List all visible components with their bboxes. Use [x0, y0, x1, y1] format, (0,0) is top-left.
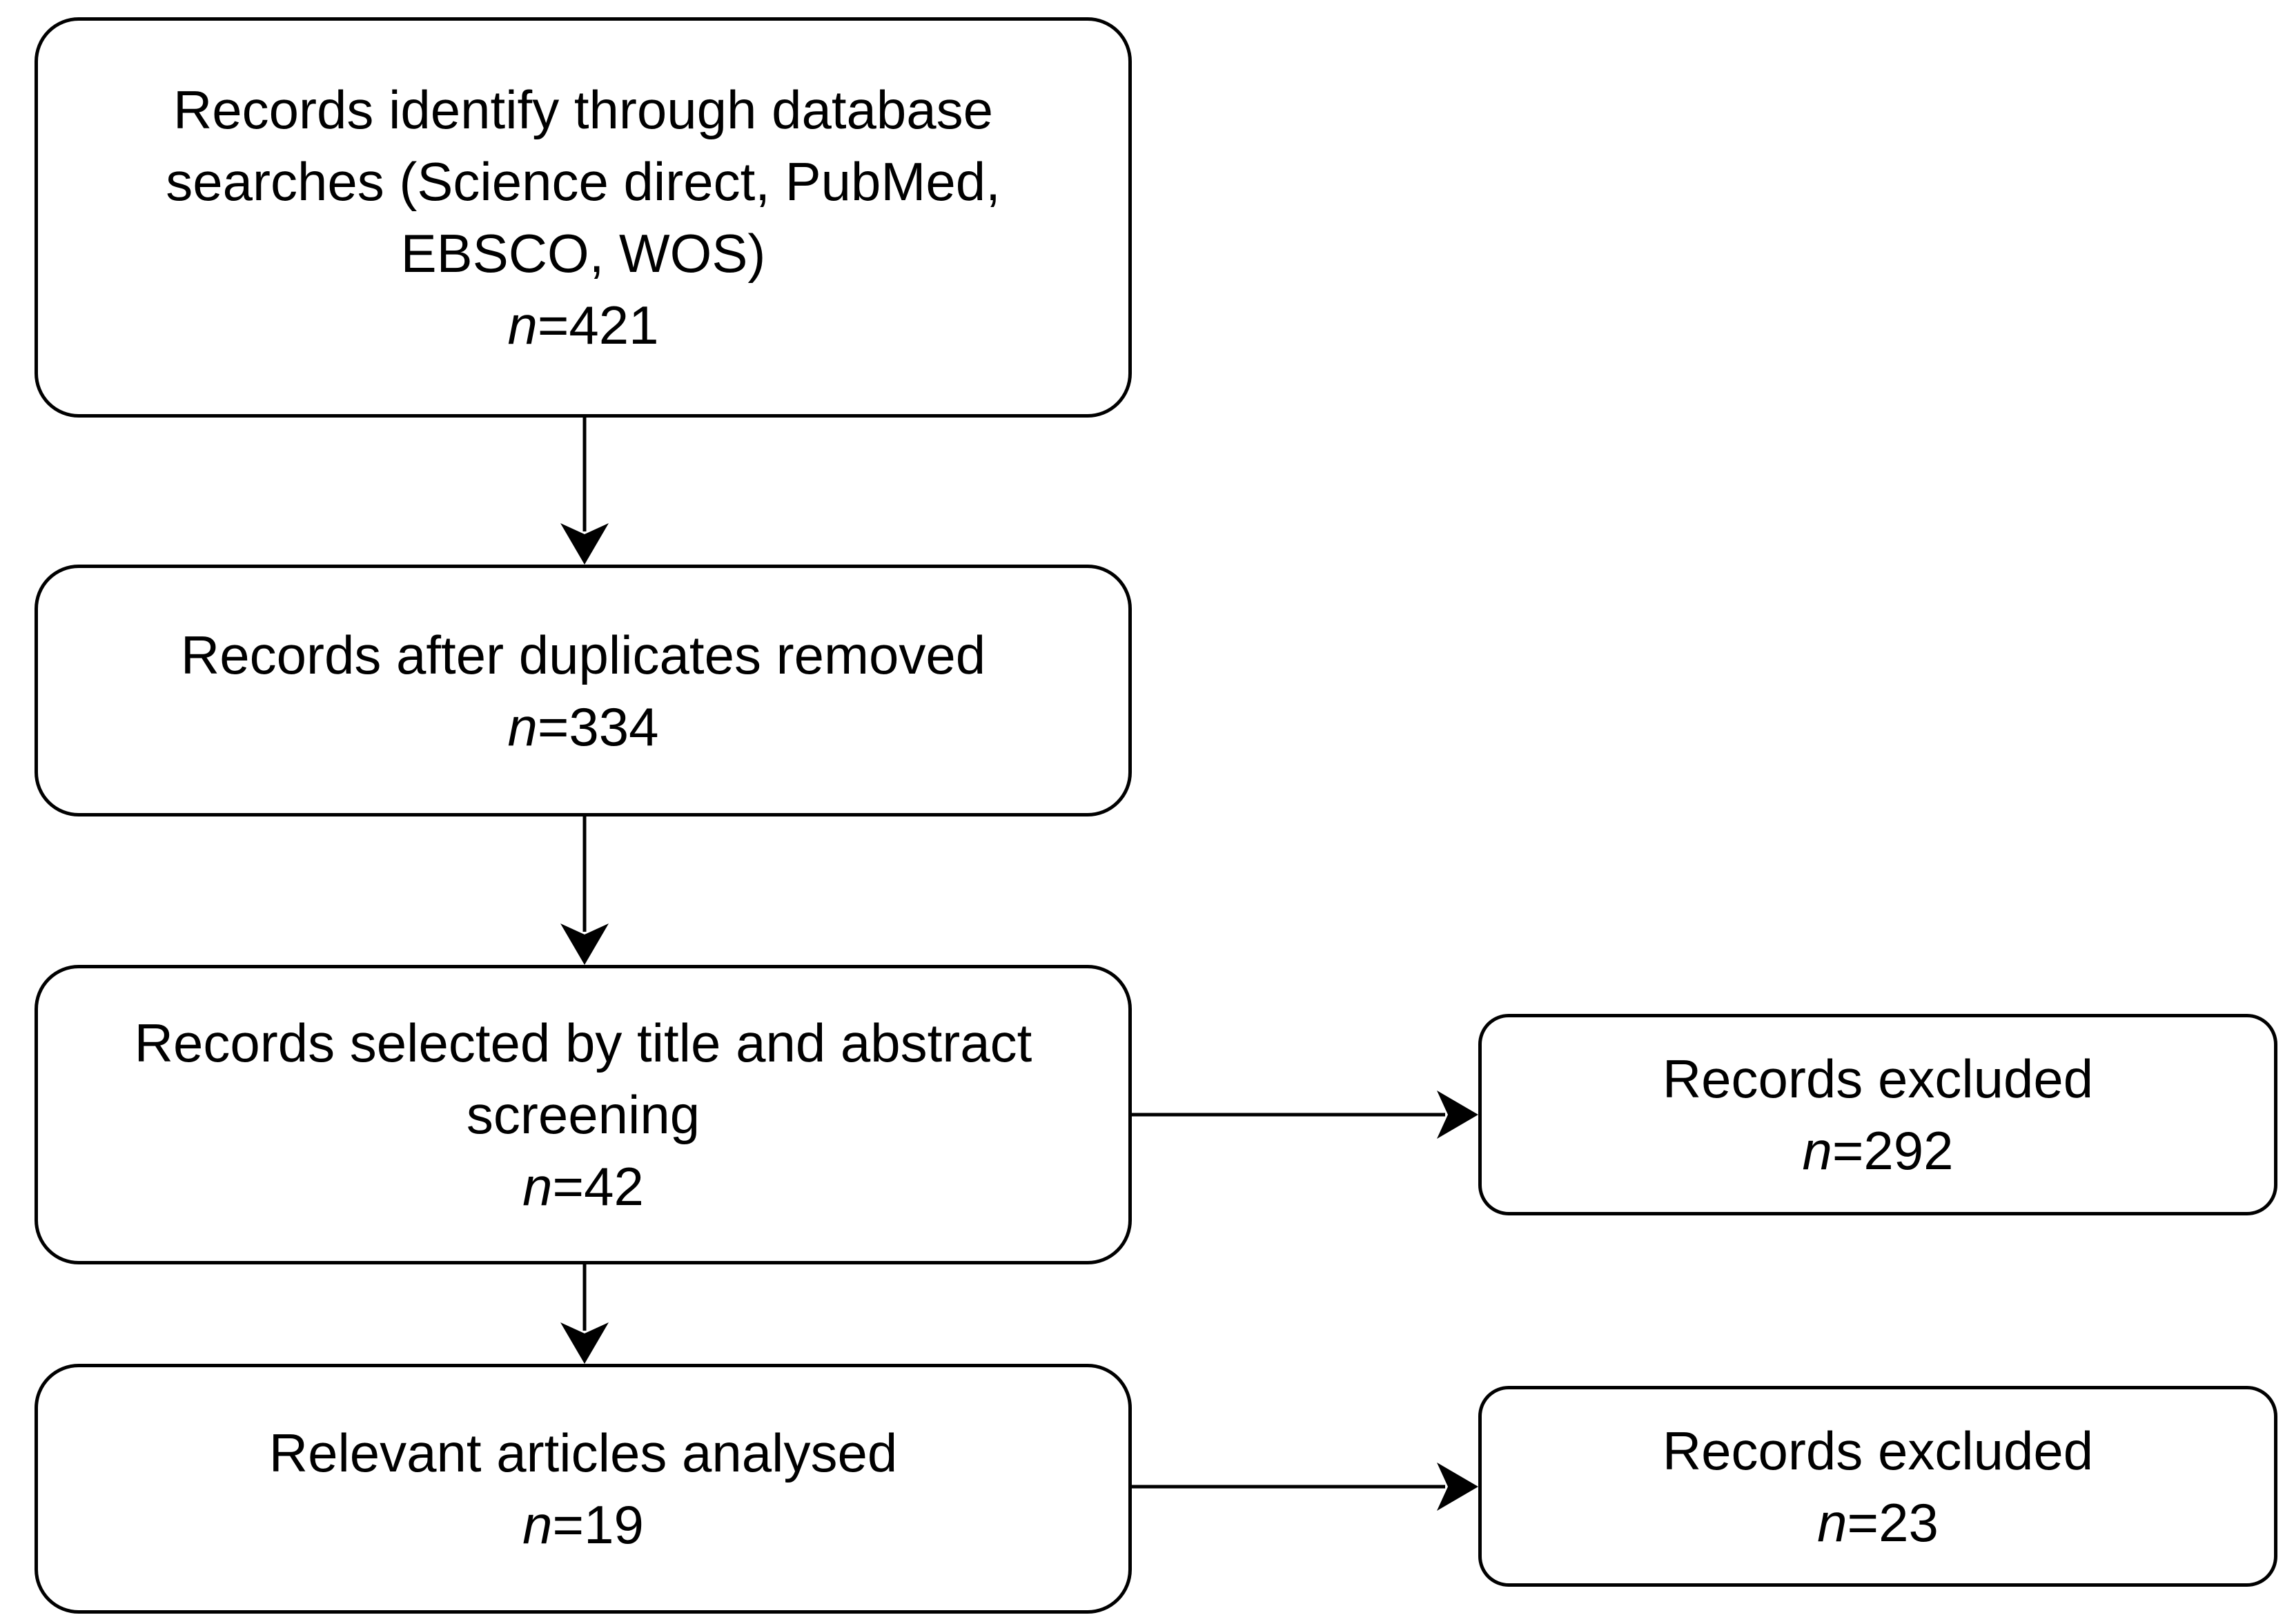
- records-deduplicated-count: n=334: [507, 691, 658, 763]
- records-identified-count: n=421: [507, 289, 658, 361]
- records-identified-label: Records identify through database search…: [166, 79, 1001, 284]
- records-excluded-screening-box: Records excluded n=292: [1478, 1014, 2277, 1215]
- articles-analysed-label: Relevant articles analysed: [268, 1422, 898, 1483]
- records-deduplicated-box: Records after duplicates removed n=334: [35, 565, 1132, 816]
- n-symbol: n: [1817, 1491, 1847, 1553]
- articles-analysed-count: n=19: [522, 1489, 644, 1561]
- records-screened-label: Records selected by title and abstract s…: [134, 1012, 1032, 1145]
- count-value: =19: [552, 1494, 644, 1555]
- records-excluded-analysis-box: Records excluded n=23: [1478, 1386, 2277, 1587]
- arrow-dedup-to-screened: [560, 816, 609, 965]
- n-symbol: n: [522, 1156, 553, 1217]
- records-excluded-count: n=23: [1817, 1487, 1939, 1558]
- count-value: =23: [1847, 1491, 1939, 1553]
- count-value: =292: [1832, 1120, 1954, 1181]
- arrow-screened-to-excluded: [1132, 1090, 1478, 1139]
- records-screened-box: Records selected by title and abstract s…: [35, 965, 1132, 1264]
- n-symbol: n: [1802, 1120, 1832, 1181]
- records-screened-count: n=42: [522, 1151, 644, 1222]
- arrow-analysed-to-excluded: [1132, 1462, 1478, 1511]
- n-symbol: n: [507, 295, 538, 355]
- records-deduplicated-label: Records after duplicates removed: [180, 624, 986, 685]
- records-excluded-count: n=292: [1802, 1115, 1953, 1186]
- count-value: =334: [537, 696, 659, 757]
- arrow-identified-to-dedup: [560, 418, 609, 565]
- n-symbol: n: [507, 696, 538, 757]
- n-symbol: n: [522, 1494, 553, 1555]
- records-excluded-label: Records excluded: [1662, 1048, 2094, 1109]
- arrow-screened-to-analysed: [560, 1264, 609, 1364]
- count-value: =42: [552, 1156, 644, 1217]
- articles-analysed-box: Relevant articles analysed n=19: [35, 1364, 1132, 1614]
- records-excluded-label: Records excluded: [1662, 1420, 2094, 1481]
- count-value: =421: [537, 295, 659, 355]
- records-identified-box: Records identify through database search…: [35, 17, 1132, 418]
